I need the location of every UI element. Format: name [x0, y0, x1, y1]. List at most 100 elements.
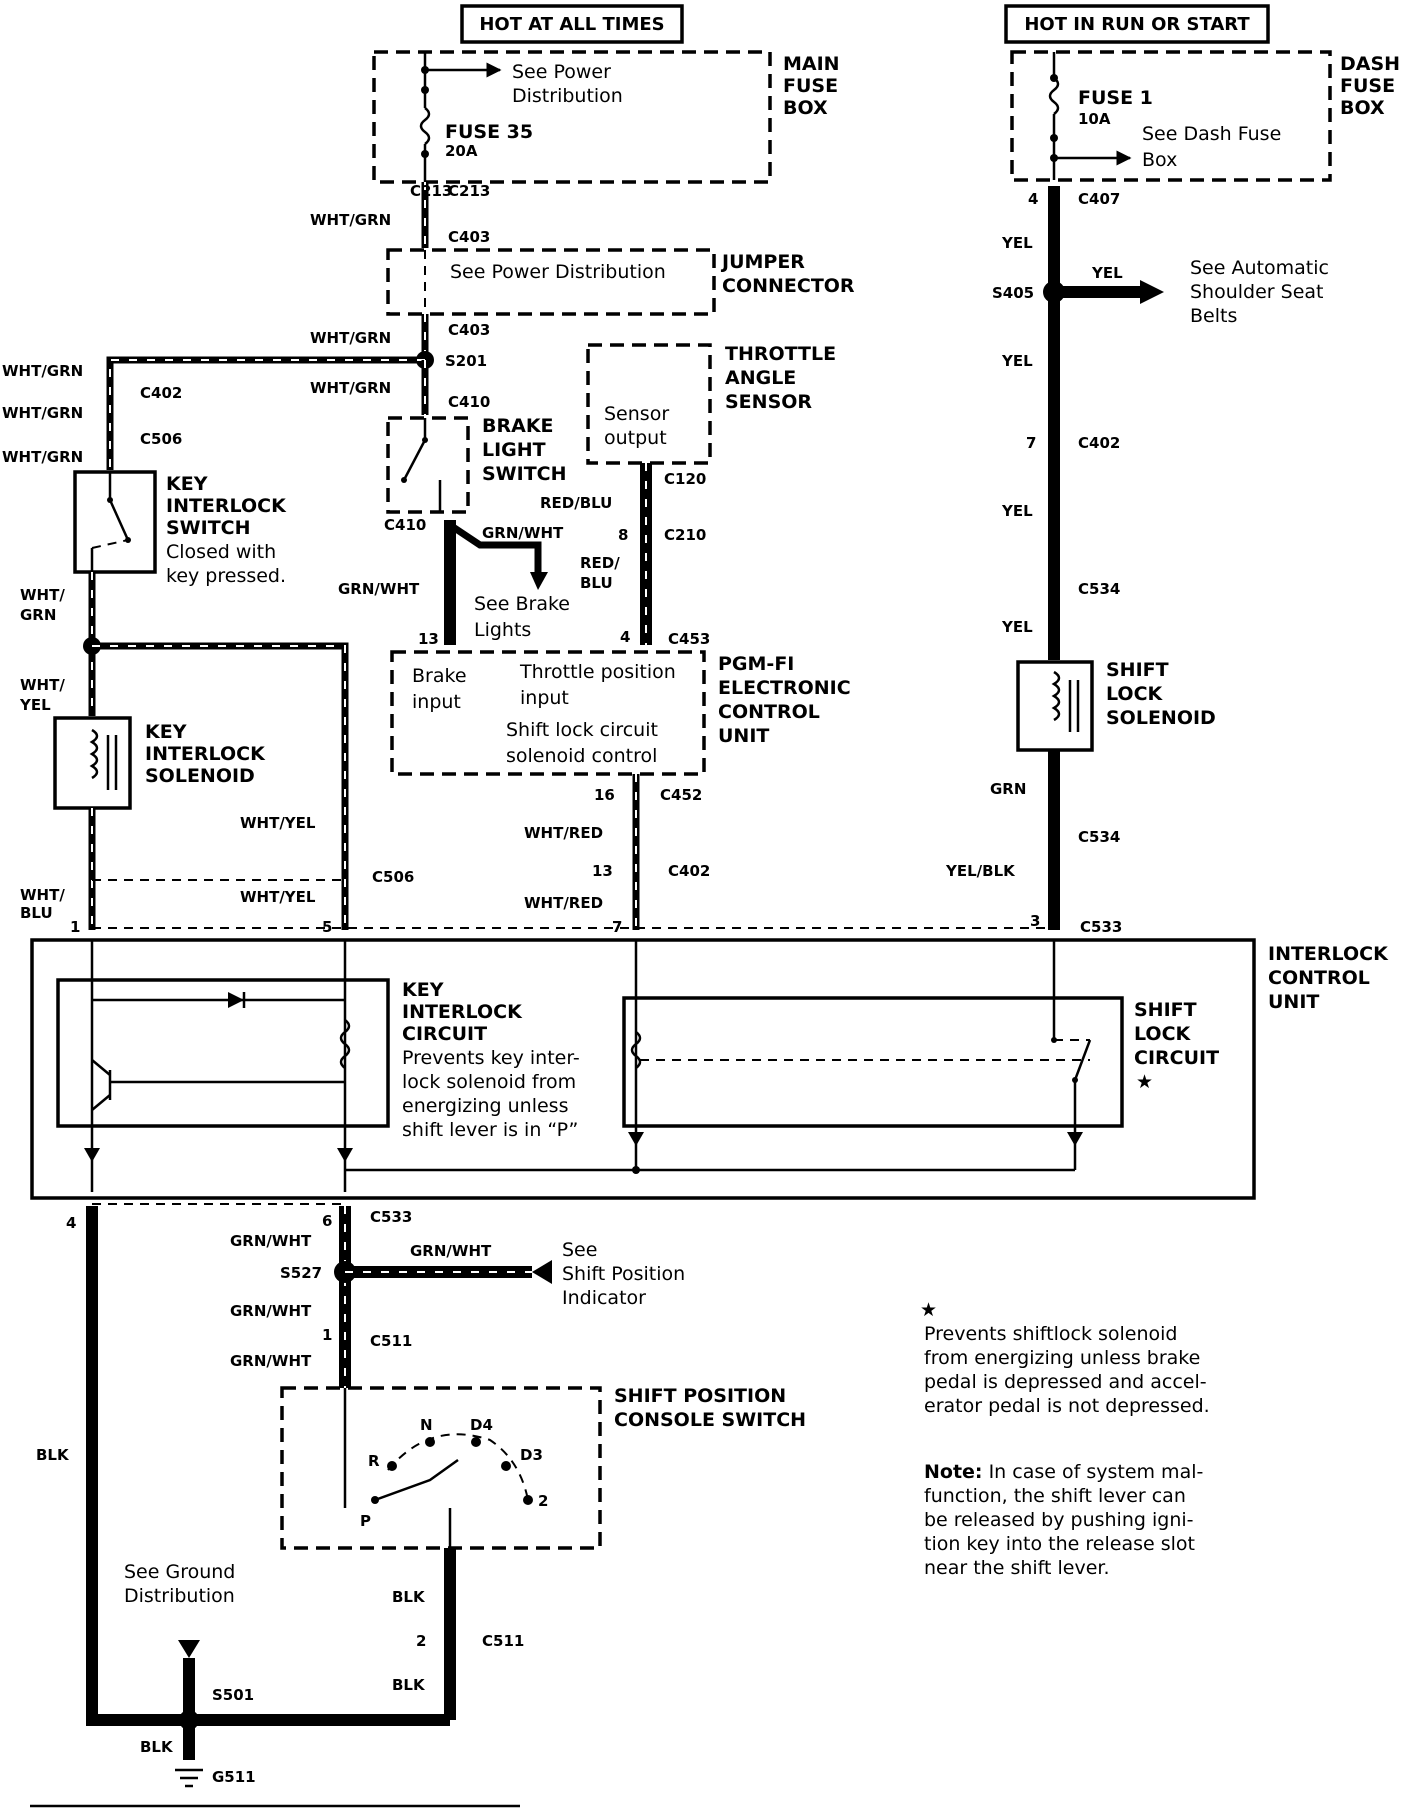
svg-text:YEL: YEL — [19, 696, 51, 714]
svg-text:20A: 20A — [445, 142, 478, 160]
svg-text:C210: C210 — [664, 526, 706, 544]
svg-text:R: R — [368, 1452, 380, 1470]
svg-text:function, the shift lever can: function, the shift lever can — [924, 1485, 1186, 1507]
svg-text:C403: C403 — [448, 228, 490, 246]
svg-text:See Power: See Power — [512, 61, 611, 83]
svg-text:C213: C213 — [410, 182, 452, 200]
svg-text:Brake: Brake — [412, 665, 467, 687]
svg-text:CIRCUIT: CIRCUIT — [402, 1023, 487, 1045]
svg-text:C533: C533 — [370, 1208, 412, 1226]
svg-text:CIRCUIT: CIRCUIT — [1134, 1047, 1219, 1069]
svg-text:See Dash Fuse: See Dash Fuse — [1142, 123, 1281, 145]
svg-text:C452: C452 — [660, 786, 702, 804]
svg-text:Closed with: Closed with — [166, 541, 276, 563]
svg-text:from energizing unless brake: from energizing unless brake — [924, 1347, 1200, 1369]
svg-text:5: 5 — [322, 918, 332, 936]
svg-text:Shoulder Seat: Shoulder Seat — [1190, 281, 1324, 303]
svg-text:GRN/WHT: GRN/WHT — [338, 580, 420, 598]
svg-text:CONTROL: CONTROL — [1268, 967, 1370, 989]
svg-text:FUSE 35: FUSE 35 — [445, 121, 533, 143]
svg-text:See Brake: See Brake — [474, 593, 570, 615]
svg-text:3: 3 — [1030, 912, 1040, 930]
svg-text:C506: C506 — [372, 868, 414, 886]
svg-text:YEL/BLK: YEL/BLK — [945, 862, 1016, 880]
svg-text:Box: Box — [1142, 149, 1177, 171]
wire-key-solenoid-down: WHT/YEL WHT/YEL WHT/ BLU C506 1 5 — [20, 808, 414, 936]
svg-text:Prevents key inter-: Prevents key inter- — [402, 1047, 580, 1069]
svg-text:4: 4 — [1028, 190, 1038, 208]
svg-text:Note: In case of system mal-: Note: In case of system mal- — [924, 1461, 1203, 1483]
svg-text:C120: C120 — [664, 470, 706, 488]
svg-text:YEL: YEL — [1001, 618, 1033, 636]
svg-text:FUSE: FUSE — [783, 75, 838, 97]
footnote: ★ Prevents shiftlock solenoid from energ… — [920, 1299, 1210, 1579]
shift-lock-solenoid: SHIFT LOCK SOLENOID — [1016, 659, 1216, 752]
svg-text:C511: C511 — [370, 1332, 412, 1350]
svg-text:SHIFT: SHIFT — [1106, 659, 1169, 681]
wire-main-to-jumper: C213 C213 WHT/GRN C403 — [310, 182, 490, 248]
svg-text:GRN/WHT: GRN/WHT — [230, 1232, 312, 1250]
svg-text:6: 6 — [322, 1212, 332, 1230]
svg-text:GRN/WHT: GRN/WHT — [230, 1352, 312, 1370]
jumper-connector: See Power Distribution JUMPER CONNECTOR — [386, 248, 855, 316]
svg-text:WHT/: WHT/ — [20, 676, 65, 694]
svg-text:C402: C402 — [668, 862, 710, 880]
svg-text:Sensor: Sensor — [604, 403, 669, 425]
svg-text:BLK: BLK — [392, 1676, 426, 1694]
svg-text:C410: C410 — [448, 393, 490, 411]
svg-text:C403: C403 — [448, 321, 490, 339]
svg-text:LOCK: LOCK — [1106, 683, 1164, 705]
svg-text:HOT IN RUN OR START: HOT IN RUN OR START — [1024, 14, 1250, 35]
svg-text:pedal is depressed and accel-: pedal is depressed and accel- — [924, 1371, 1207, 1393]
svg-text:WHT/GRN: WHT/GRN — [310, 329, 391, 347]
svg-text:13: 13 — [418, 630, 439, 648]
ground-s501-g511: See Ground Distribution S501 BLK G511 — [30, 1561, 520, 1808]
shift-position-console-switch: SHIFT POSITION CONSOLE SWITCH R N D4 D3 … — [280, 1385, 806, 1550]
svg-text:D4: D4 — [470, 1416, 493, 1434]
svg-text:SHIFT POSITION: SHIFT POSITION — [614, 1385, 786, 1407]
svg-text:shift lever is in “P”: shift lever is in “P” — [402, 1119, 578, 1141]
svg-text:8: 8 — [618, 526, 628, 544]
svg-text:SENSOR: SENSOR — [725, 391, 812, 413]
svg-text:★: ★ — [1136, 1071, 1153, 1093]
svg-text:SOLENOID: SOLENOID — [145, 765, 255, 787]
svg-text:YEL: YEL — [1091, 264, 1123, 282]
svg-text:KEY: KEY — [402, 979, 444, 1001]
svg-text:WHT/GRN: WHT/GRN — [2, 362, 83, 380]
svg-text:SWITCH: SWITCH — [482, 463, 567, 485]
svg-text:See Power Distribution: See Power Distribution — [450, 261, 666, 283]
main-fuse-box: MAIN FUSE BOX See Power Distribution FUS… — [372, 50, 840, 184]
svg-text:C534: C534 — [1078, 828, 1120, 846]
wire-unit-to-ground: 4 BLK — [36, 1203, 450, 1726]
svg-text:Lights: Lights — [474, 619, 531, 641]
svg-text:GRN/WHT: GRN/WHT — [482, 524, 564, 542]
svg-text:Distribution: Distribution — [512, 85, 623, 107]
svg-text:YEL: YEL — [1001, 352, 1033, 370]
svg-text:BLK: BLK — [392, 1588, 426, 1606]
svg-text:YEL: YEL — [1001, 502, 1033, 520]
svg-text:N: N — [420, 1416, 433, 1434]
svg-text:WHT/GRN: WHT/GRN — [310, 211, 391, 229]
svg-text:THROTTLE: THROTTLE — [725, 343, 836, 365]
svg-text:RED/: RED/ — [580, 554, 620, 572]
svg-text:S201: S201 — [445, 352, 487, 370]
svg-text:INTERLOCK: INTERLOCK — [1268, 943, 1389, 965]
wire-s201-to-brake: WHT/GRN C410 — [310, 360, 490, 415]
svg-text:Throttle position: Throttle position — [519, 661, 676, 683]
svg-text:SHIFT: SHIFT — [1134, 999, 1197, 1021]
svg-text:BLK: BLK — [36, 1446, 70, 1464]
svg-text:1: 1 — [70, 918, 80, 936]
wire-brake-to-ecu: GRN/WHT GRN/WHT See Brake Lights 13 — [338, 520, 570, 648]
svg-text:INTERLOCK: INTERLOCK — [402, 1001, 523, 1023]
svg-text:See Ground: See Ground — [124, 1561, 235, 1583]
svg-text:4: 4 — [620, 628, 630, 646]
svg-text:P: P — [360, 1512, 371, 1530]
svg-text:Prevents shiftlock solenoid: Prevents shiftlock solenoid — [924, 1323, 1178, 1345]
svg-text:FUSE 1: FUSE 1 — [1078, 87, 1153, 109]
svg-text:KEY: KEY — [145, 721, 187, 743]
key-interlock-switch: KEY INTERLOCK SWITCH Closed with key pre… — [73, 470, 287, 587]
svg-text:C402: C402 — [140, 384, 182, 402]
svg-text:S405: S405 — [992, 284, 1034, 302]
wire-key-switch-down: WHT/ GRN WHT/ YEL — [19, 572, 349, 930]
svg-text:BLK: BLK — [140, 1738, 174, 1756]
